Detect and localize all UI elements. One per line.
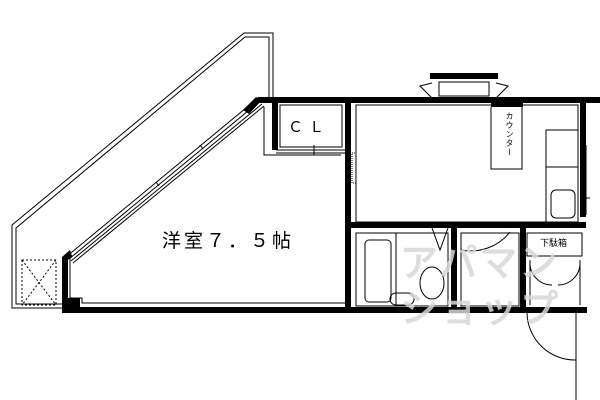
room-label-closet: ＣＬ <box>288 118 331 136</box>
wall-corner-top <box>243 97 262 114</box>
balcony <box>11 32 274 309</box>
walls <box>62 73 600 313</box>
outdoor-unit <box>21 259 57 306</box>
watermark: アパマン ショップ <box>400 240 560 332</box>
room-label-western-room: 洋室７．５帖 <box>162 230 295 252</box>
diagonal-window <box>65 97 265 264</box>
label-shoe-box: 下駄箱 <box>540 239 568 249</box>
label-counter: カウンター <box>505 112 514 157</box>
watermark-line-1: アパマン <box>400 241 560 285</box>
watermark-line-2: ショップ <box>400 287 561 331</box>
